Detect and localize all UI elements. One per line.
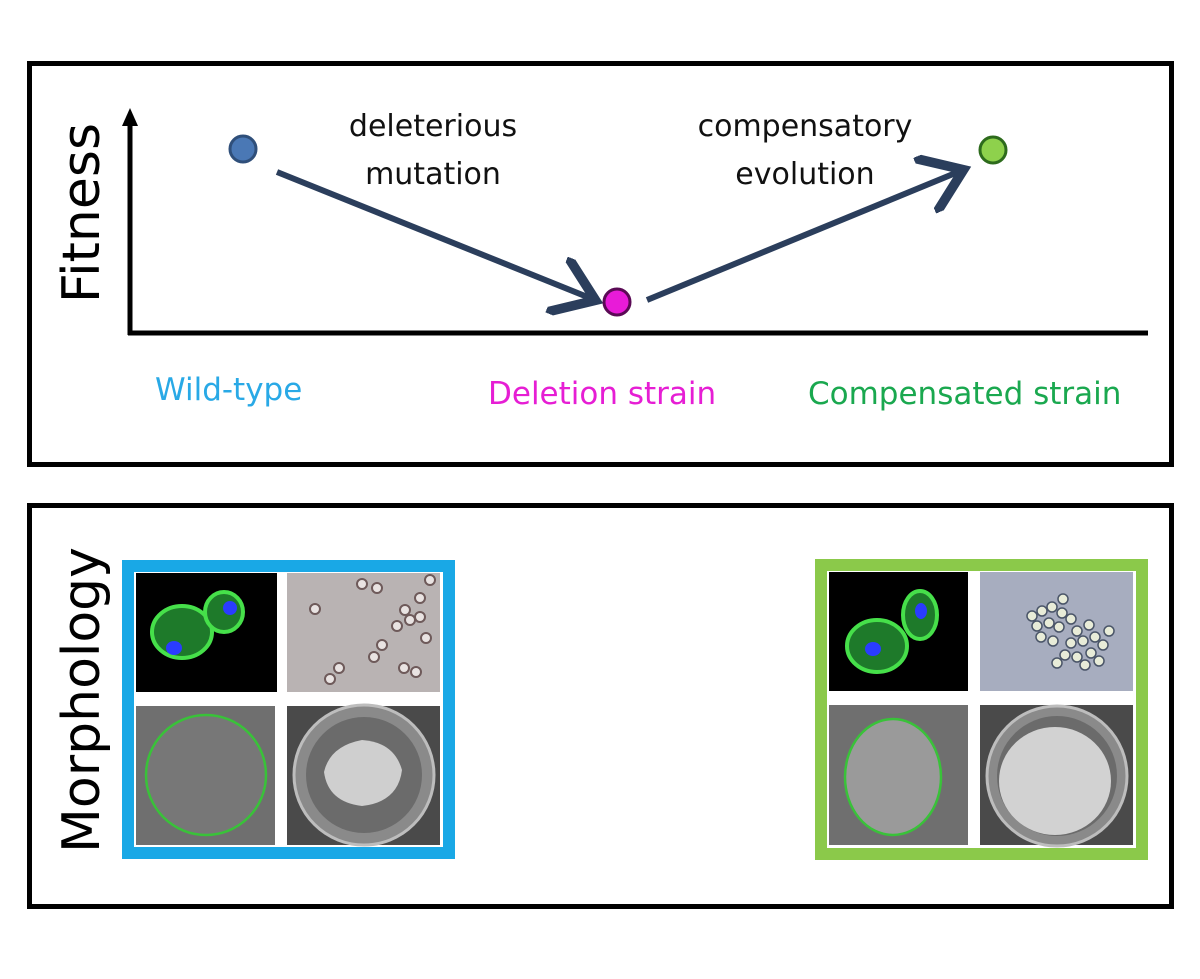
- compensated-image-frame: [815, 559, 1148, 860]
- compensated-strain-point: [978, 135, 1008, 165]
- deleterious-mutation-note: deleterious mutation: [318, 103, 548, 199]
- compensatory-note-line1: compensatory: [697, 109, 913, 144]
- compensated-strain-label: Compensated strain: [808, 376, 1122, 412]
- morphology-label: Morphology: [52, 547, 112, 853]
- wild-type-label: Wild-type: [155, 372, 303, 408]
- wild-type-image-frame: [122, 560, 455, 859]
- compensatory-evolution-note: compensatory evolution: [675, 103, 935, 199]
- deleterious-note-line1: deleterious: [348, 109, 518, 144]
- deleterious-arrow: [275, 169, 590, 298]
- compensated-micrographs: [829, 572, 1133, 848]
- deleterious-note-line2: mutation: [365, 157, 501, 192]
- y-axis-arrowhead: [122, 108, 138, 126]
- wild-type-point: [228, 134, 258, 164]
- compensatory-arrow: [645, 172, 958, 303]
- deletion-strain-label: Deletion strain: [488, 376, 717, 412]
- wild-type-micrographs: [136, 573, 440, 847]
- compensatory-note-line2: evolution: [735, 157, 875, 192]
- deletion-strain-point: [602, 287, 632, 317]
